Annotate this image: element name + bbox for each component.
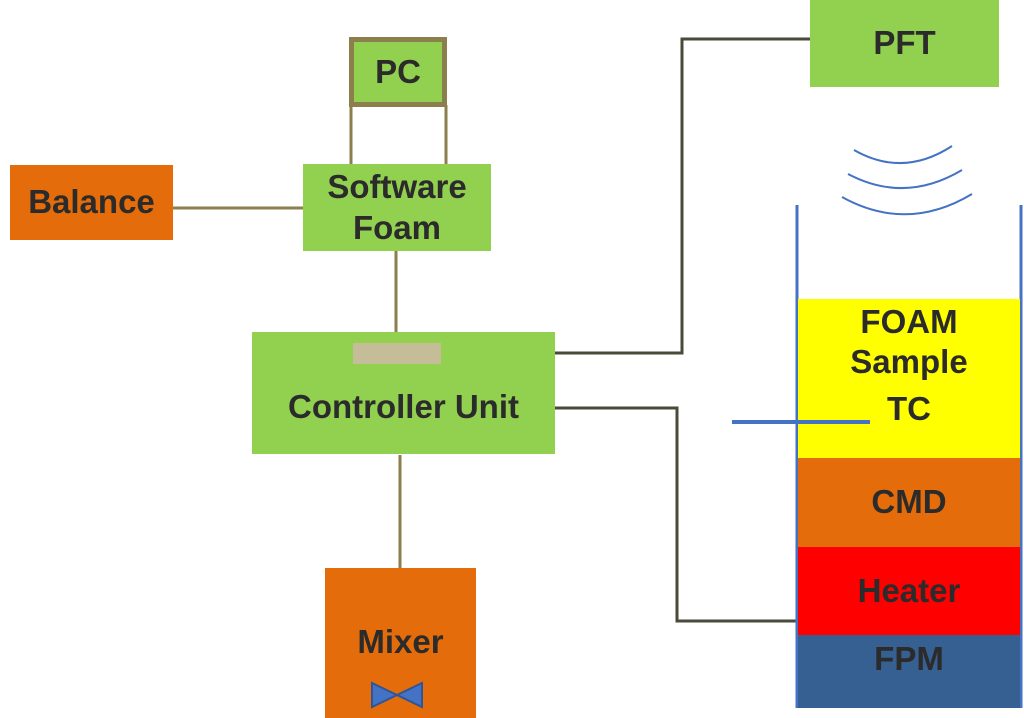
- thermocouple-probe: [732, 420, 870, 424]
- controller-display-slot: [353, 343, 441, 364]
- foam-sample-layer: FOAM Sample TC: [798, 299, 1020, 458]
- pft-box: PFT: [810, 0, 999, 87]
- balance-box: Balance: [10, 165, 173, 240]
- fpm-layer: FPM: [798, 635, 1020, 708]
- mixer-box: Mixer: [325, 568, 476, 718]
- software-foam-label-line2: Foam: [352, 208, 441, 246]
- software-foam-box: Software Foam: [303, 164, 491, 251]
- balance-label: Balance: [28, 183, 155, 221]
- software-foam-label-line1: Software: [327, 168, 467, 206]
- heater-layer: Heater: [798, 547, 1020, 635]
- fpm-label: FPM: [874, 640, 944, 677]
- mixer-label: Mixer: [357, 622, 444, 660]
- cmd-layer: CMD: [798, 458, 1020, 547]
- tc-label: TC: [887, 389, 931, 427]
- controller-unit-label: Controller Unit: [288, 387, 519, 425]
- signal-waves-icon: [841, 145, 973, 216]
- controller-pft-link: [555, 37, 810, 355]
- valve-icon: [371, 681, 423, 709]
- pc-label: PC: [375, 52, 421, 90]
- foam-sample-label-line1: FOAM: [860, 303, 958, 340]
- pft-label: PFT: [873, 24, 936, 62]
- controller-heater-link: [555, 406, 798, 623]
- foam-sample-label-line2: Sample: [850, 343, 968, 381]
- pc-box: PC: [349, 37, 447, 107]
- cmd-label: CMD: [871, 483, 947, 521]
- heater-label: Heater: [857, 571, 961, 609]
